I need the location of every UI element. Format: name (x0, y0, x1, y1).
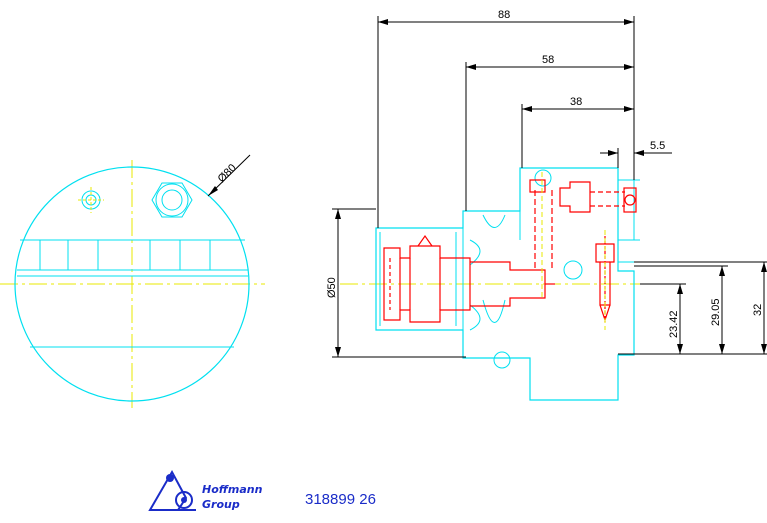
dimension-dia80: Ø80 (207, 154, 251, 197)
dim-38-label: 38 (570, 96, 582, 108)
dim-5-5-label: 5.5 (650, 140, 665, 152)
part-number: 318899 26 (305, 491, 376, 508)
end-view (0, 160, 265, 408)
dim-dia50-label: Ø50 (326, 277, 338, 298)
dimension-arrows (335, 19, 767, 357)
dimension-labels: 88 58 38 5.5 Ø50 23.42 29.05 32 (326, 9, 764, 338)
hoffmann-group-logo: Hoffmann Group (148, 469, 263, 511)
dimension-lines (332, 16, 767, 358)
dim-29-05-label: 29.05 (710, 298, 722, 326)
dim-32-label: 32 (752, 304, 764, 316)
dim-dia80-label: Ø80 (216, 162, 239, 185)
dim-88-label: 88 (498, 9, 510, 21)
brand-name-line2: Group (202, 498, 240, 511)
side-view (340, 167, 680, 401)
dim-58-label: 58 (542, 54, 554, 66)
brand-name-line1: Hoffmann (202, 483, 263, 496)
dim-23-42-label: 23.42 (668, 310, 680, 338)
